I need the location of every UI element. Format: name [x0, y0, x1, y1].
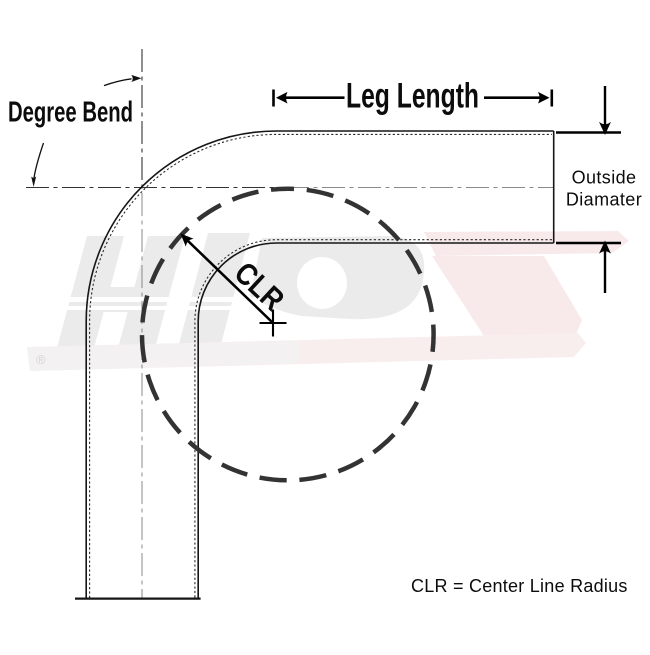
svg-text:Degree Bend: Degree Bend: [8, 97, 133, 129]
svg-text:Outside: Outside: [572, 168, 637, 188]
svg-text:Leg Length: Leg Length: [346, 77, 479, 116]
svg-text:CLR = Center Line Radius: CLR = Center Line Radius: [411, 576, 628, 596]
svg-text:®: ®: [36, 352, 46, 367]
svg-text:Diamater: Diamater: [566, 190, 642, 210]
